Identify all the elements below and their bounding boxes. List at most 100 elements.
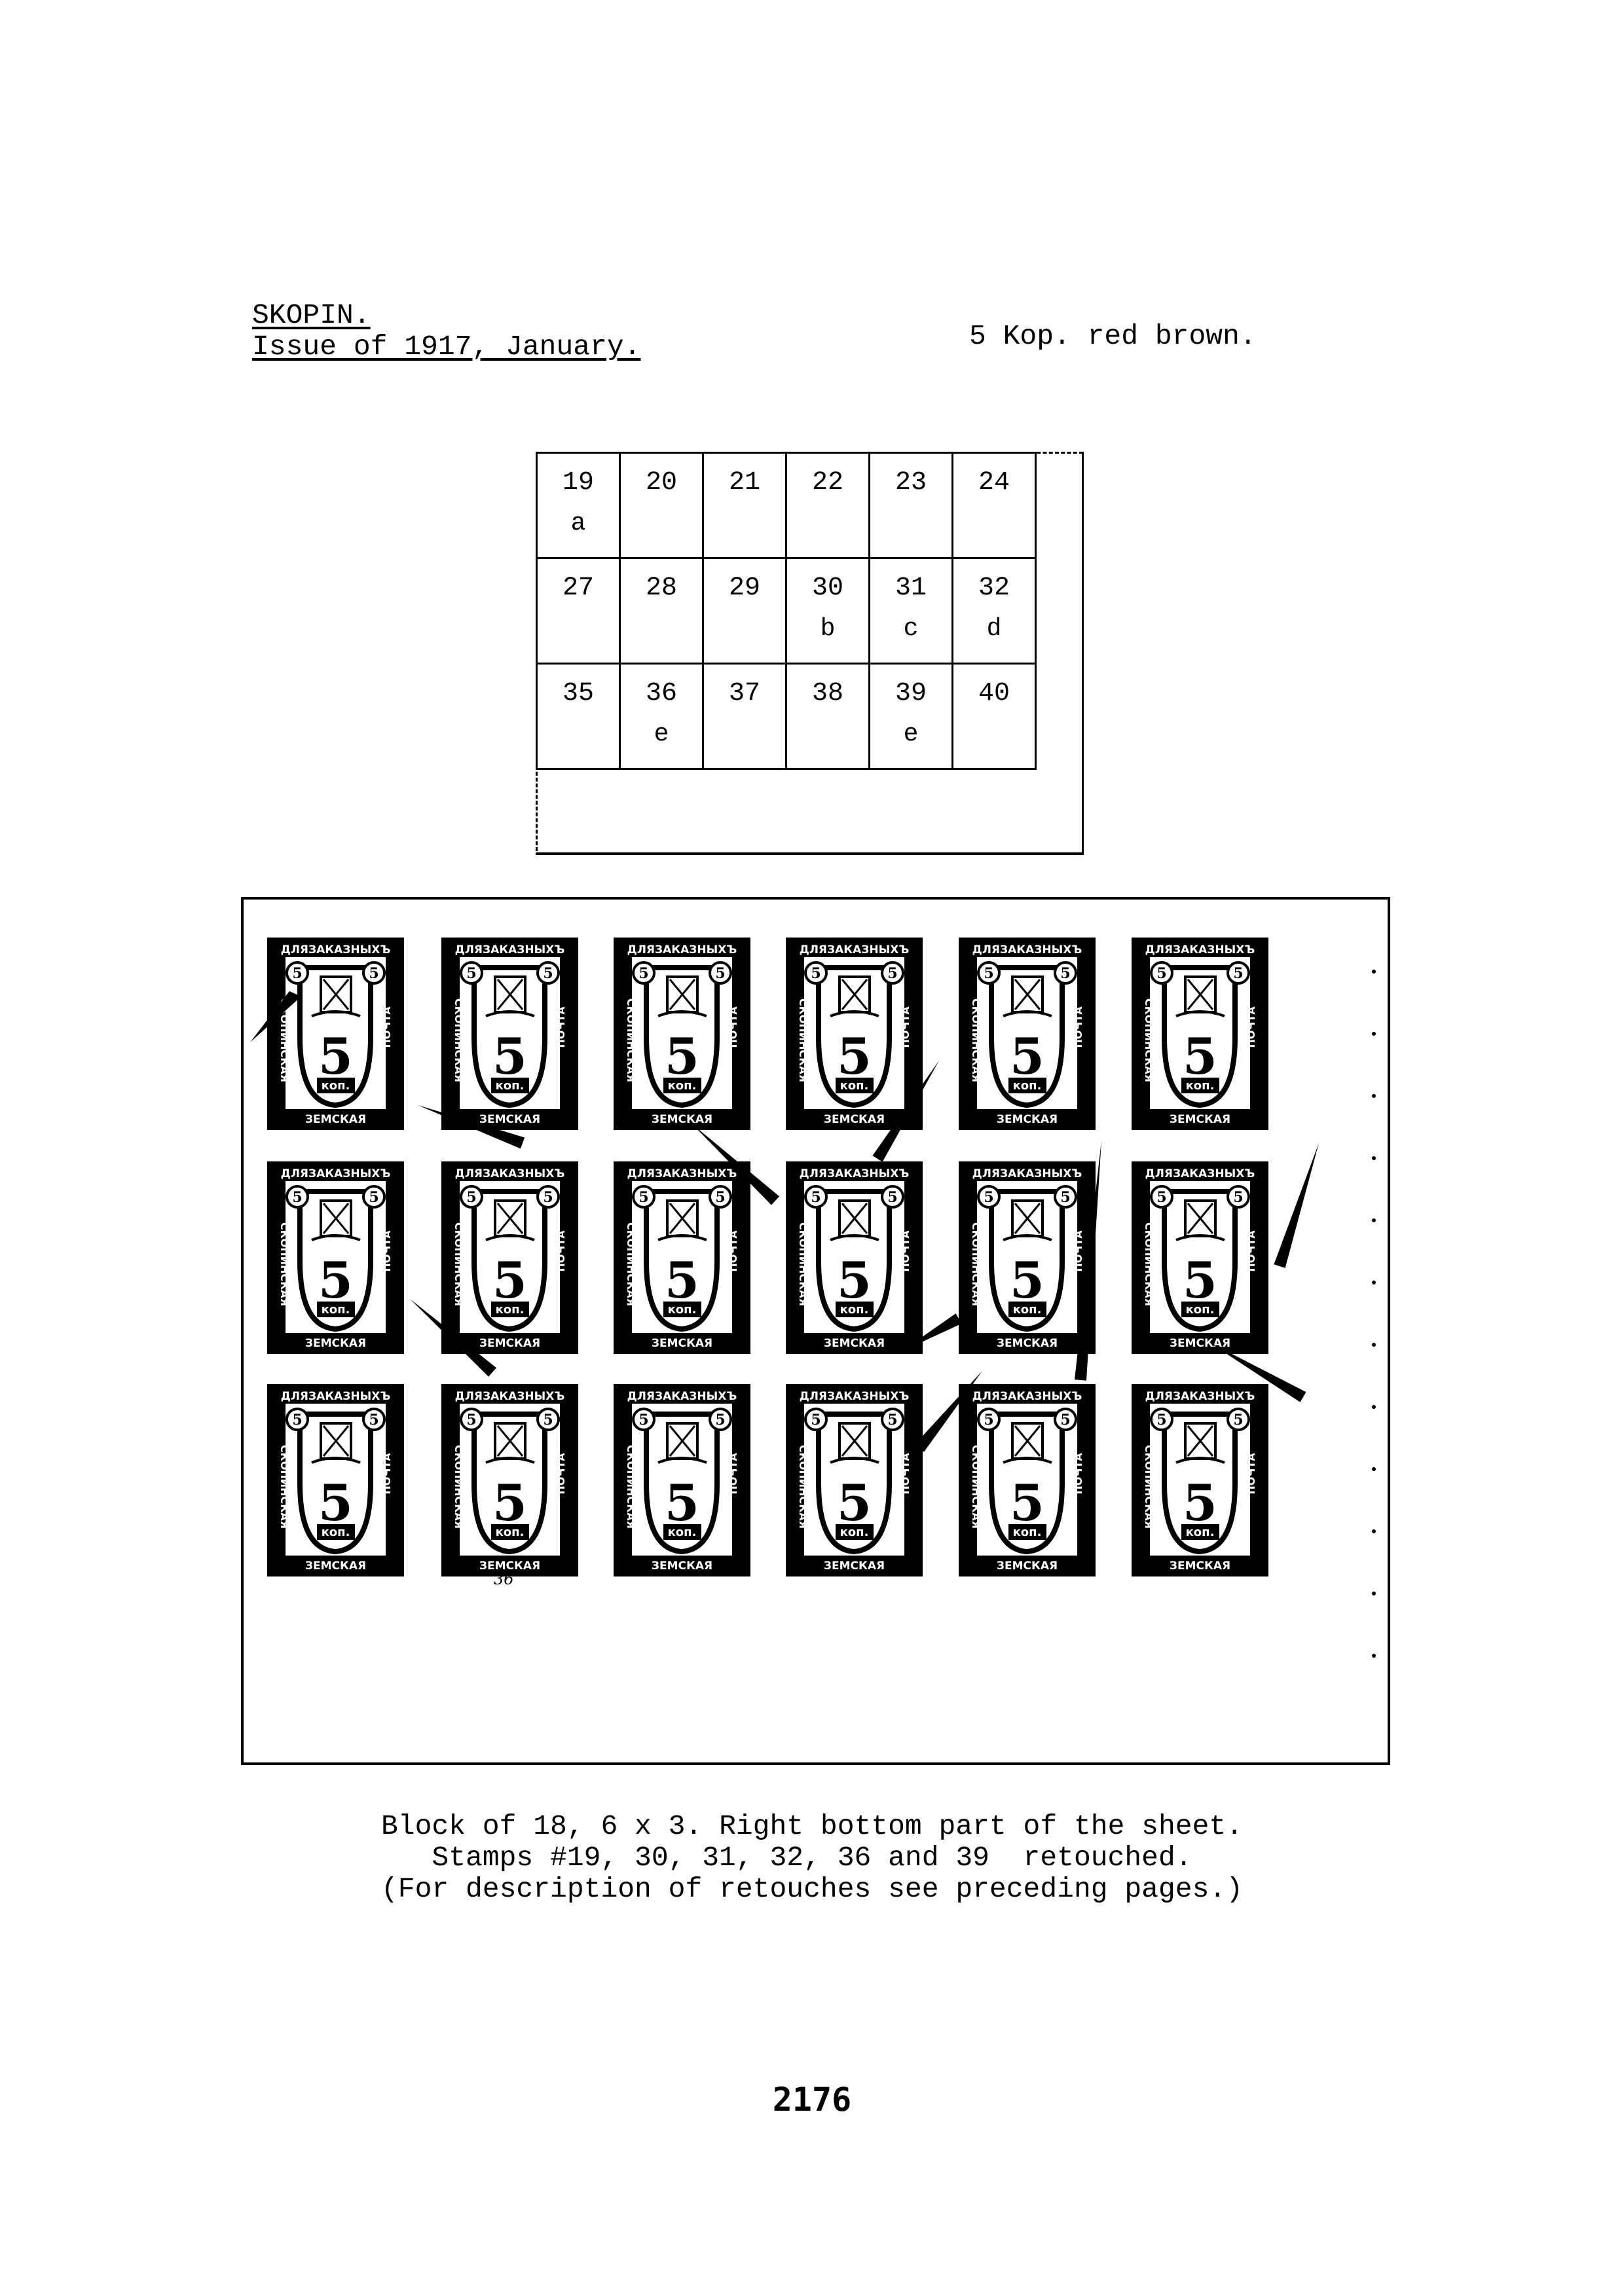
stamp-bottom-text: ЗЕМСКАЯ [479,1337,540,1350]
stamp-top-text: ДЛЯЗАКАЗНЫХЪ [281,1390,391,1403]
stamp-bottom-text: ЗЕМСКАЯ [1170,1337,1230,1350]
caption-line-3: (For description of retouches see preced… [380,1873,1243,1905]
stamp-side-text-right: ПОЧТА [380,1006,393,1048]
stamp-unit: коп. [1013,1079,1042,1093]
stamp-side-text-right: ПОЧТА [899,1006,912,1048]
stamp-unit: коп. [668,1079,697,1093]
stamp-left-band [1134,957,1150,1127]
stamp-bottom-text: ЗЕМСКАЯ [997,1559,1058,1573]
corner-value-right: 5 [887,965,897,982]
stamp-left-band [788,1404,804,1574]
stamp-top-text: ДЛЯЗАКАЗНЫХЪ [281,1167,391,1180]
retouch-letter [953,509,1035,538]
retouch-letter: b [820,615,836,643]
coat-of-arms-mark [1187,1425,1214,1457]
corner-circle-right [709,1408,732,1431]
stamp-bottom-band [961,1333,1093,1351]
corner-value-right: 5 [715,1189,725,1206]
page-number: 2176 [772,2081,852,2119]
retouch-pointer [915,1371,982,1452]
stamp-left-band [270,1404,286,1574]
stamp-left-band [616,1181,632,1351]
stamp-unit: коп. [840,1303,869,1317]
stamp-bottom-band [616,1556,748,1574]
stamp-left-band [270,957,286,1127]
position-number: 30 [811,574,843,603]
stamp-side-text-left: СКОПИНСКАЯ [452,1222,465,1306]
stamp-shield [1162,1189,1238,1332]
coat-of-arms-mark [669,979,696,1010]
stamp-bottom-band [961,1556,1093,1574]
corner-circle-left [804,961,828,985]
stamp-side-text-right: ПОЧТА [555,1230,567,1272]
stamp-shield [644,965,720,1108]
corner-circle-left [1150,1185,1173,1209]
stamp-top-text: ДЛЯЗАКАЗНЫХЪ [1145,1390,1255,1403]
stamp-unit-band [1181,1524,1219,1540]
stamp-bottom-band [1134,1109,1266,1127]
stamp-top-text: ДЛЯЗАКАЗНЫХЪ [627,1167,737,1180]
corner-value-right: 5 [369,965,378,982]
stamp-side-text-right: ПОЧТА [1245,1006,1257,1048]
retouch-letter [621,615,702,643]
stamp-right-band [386,957,401,1127]
stamp-unit: коп. [322,1303,350,1317]
stamp-left-band [1134,1181,1150,1351]
grid-cell: 38 [785,663,870,770]
grid-cell: 21 [702,452,787,559]
corner-value-right: 5 [543,1189,553,1206]
coat-of-arms-mark [841,979,868,1010]
corner-value-right: 5 [543,965,553,982]
stamp-ornament [1003,1234,1052,1241]
grid-cell: 35 [536,663,621,770]
stamp-unit: коп. [1186,1525,1215,1539]
position-number: 39 [895,679,927,708]
retouch-pointer [1209,1342,1306,1402]
stamp-right-band [1250,1181,1266,1351]
stamp-side-text-right: ПОЧТА [1072,1230,1084,1272]
stamp-side-text-left: СКОПИНСКАЯ [452,998,465,1082]
retouch-pointer [902,1313,962,1351]
stamp-denomination: 5 [492,1027,527,1085]
stamp-left-band [961,1181,977,1351]
issue-date: Issue of 1917, January. [252,331,641,363]
stamp-left-band [961,1404,977,1574]
stamp-bottom-text: ЗЕМСКАЯ [479,1559,540,1573]
stamp-shield [471,1412,547,1555]
corner-value-left: 5 [292,1412,302,1429]
stamp-denomination: 5 [1010,1251,1044,1309]
handwritten-note: 36 [494,1570,514,1588]
stamp-denomination: 5 [1010,1027,1044,1085]
corner-circle-right [881,961,904,985]
stamp-shield [297,965,373,1108]
corner-value-left: 5 [984,1189,993,1206]
corner-value-right: 5 [715,965,725,982]
stamp-side-text-left: СКОПИНСКАЯ [1143,1445,1155,1529]
stamp-unit: коп. [1186,1079,1215,1093]
retouch-letter [787,509,868,538]
corner-circle-right [881,1408,904,1431]
stamp-bottom-band [270,1556,401,1574]
corner-circle-left [286,1185,309,1209]
corner-value-left: 5 [984,965,993,982]
stamp-ornament [830,1457,879,1464]
stamp-top-band [270,1164,401,1181]
stamp-bottom-band [444,1556,576,1574]
stamp-top-band [1134,940,1266,957]
stamp-bottom-text: ЗЕМСКАЯ [305,1337,366,1350]
stamp-side-text-right: ПОЧТА [380,1230,393,1272]
corner-value-left: 5 [1156,1189,1166,1206]
stamp-bottom-band [270,1333,401,1351]
stamp-unit-band [317,1302,355,1317]
corner-value-left: 5 [466,1412,476,1429]
stamp-top-band [1134,1387,1266,1404]
stamp-unit-band [491,1524,529,1540]
stamp-left-band [270,1181,286,1351]
stamp-value: 5 Kop. red brown. [969,320,1257,352]
coat-of-arms-mark [1014,979,1041,1010]
